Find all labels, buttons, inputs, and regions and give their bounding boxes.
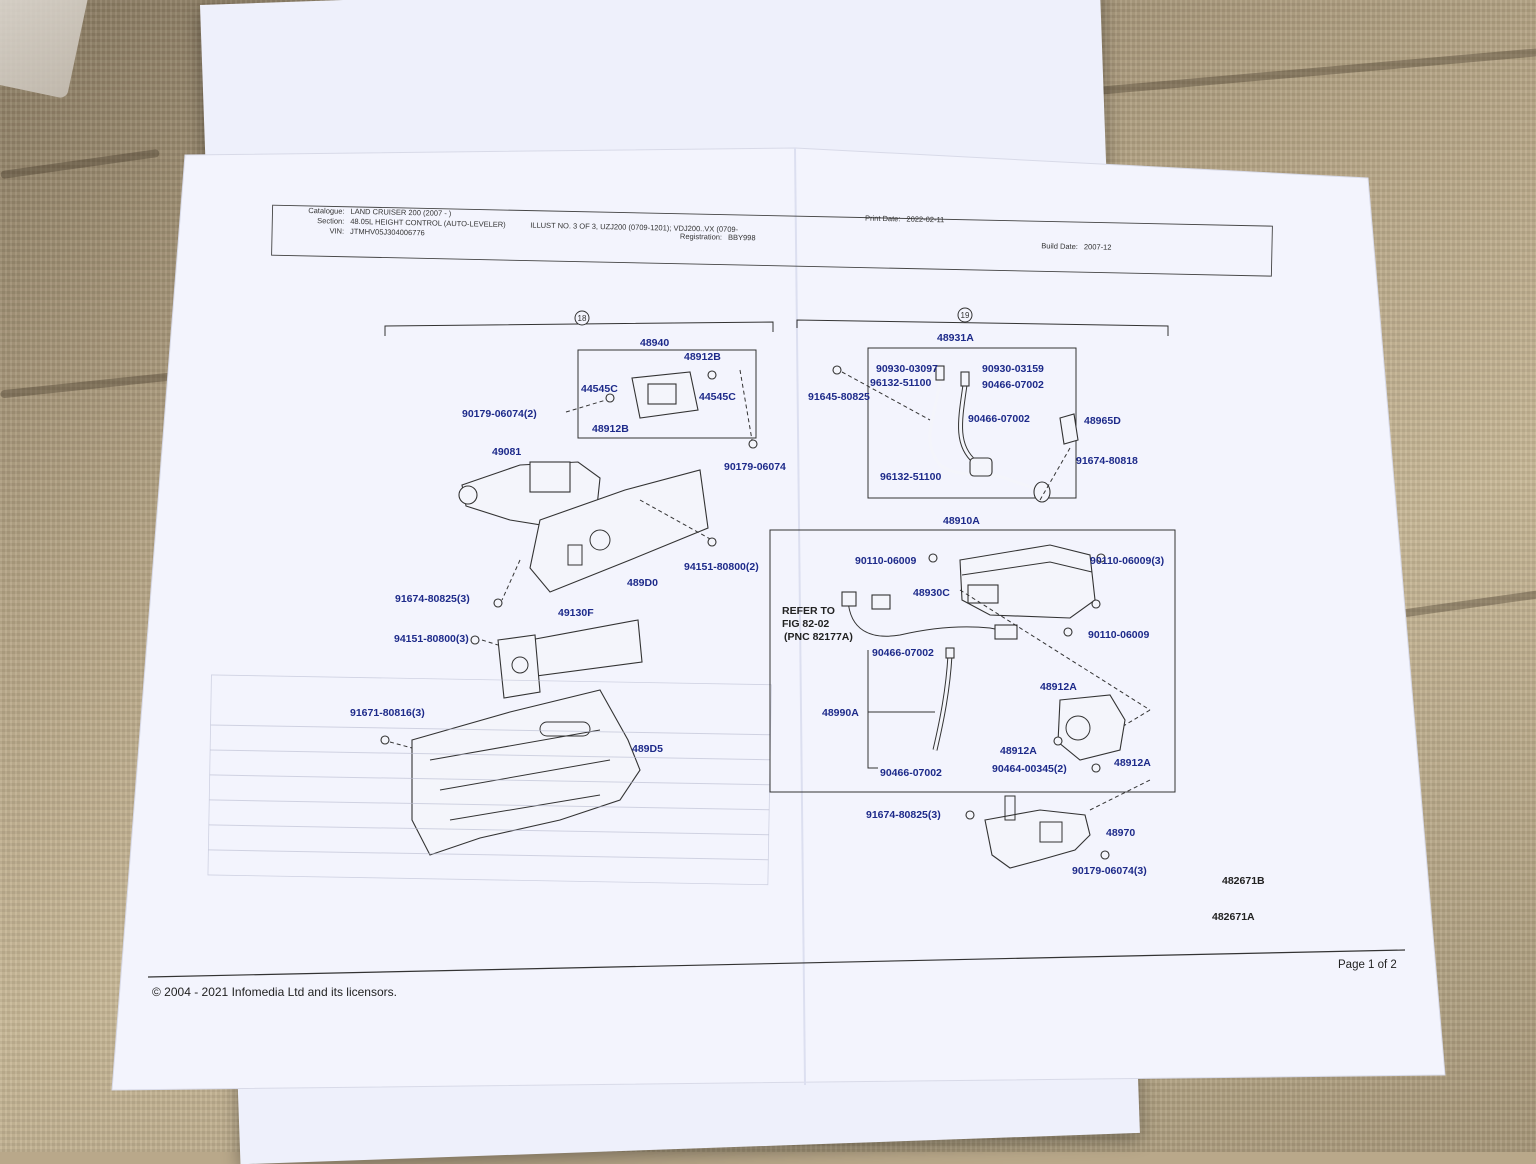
label-90179-06074-3: 90179-06074(3)	[1072, 865, 1147, 877]
label-90466-07002-d: 90466-07002	[880, 767, 942, 779]
label-48912a-mid: 48912A	[1000, 745, 1037, 757]
label-48910a: 48910A	[943, 515, 980, 527]
label-91645-80825: 91645-80825	[808, 391, 870, 403]
label-90464-00345-2: 90464-00345(2)	[992, 763, 1067, 775]
print-date-value: 2022-02-11	[906, 214, 944, 224]
illust-ref-a: 482671A	[1212, 911, 1255, 923]
label-90179-06074-2: 90179-06074(2)	[462, 408, 537, 420]
compressor-group	[769, 529, 1176, 793]
wire-harness-drawing	[847, 599, 1011, 637]
label-94151-80800-2: 94151-80800(2)	[684, 561, 759, 573]
illust-ref-b: 482671B	[1222, 875, 1265, 887]
valve-and-bracket-group	[458, 461, 717, 608]
catalogue-value: LAND CRUISER 200 (2007 - )	[350, 207, 452, 218]
label-90930-03097: 90930-03097	[876, 363, 938, 375]
label-90110-06009-3: 90110-06009(3)	[1090, 555, 1164, 567]
label-44545c-left: 44545C	[581, 383, 618, 395]
section-label: Section:	[317, 216, 344, 226]
label-90110-06009-a: 90110-06009	[855, 555, 916, 567]
label-refer-to: REFER TO	[782, 605, 835, 617]
mount-bracket-group	[965, 779, 1151, 869]
motor-drawing	[1057, 694, 1126, 761]
label-94151-80800-3: 94151-80800(3)	[394, 633, 469, 645]
label-90179-06074: 90179-06074	[724, 461, 786, 473]
label-48990a: 48990A	[822, 707, 859, 719]
header-box: Catalogue: LAND CRUISER 200 (2007 - ) Se…	[271, 204, 1273, 277]
group-number-19: 19	[961, 311, 970, 320]
footer-rule	[147, 949, 1406, 978]
label-48912a-top: 48912A	[1040, 681, 1077, 693]
label-91674-80818: 91674-80818	[1076, 455, 1138, 467]
bracket-drawing	[529, 469, 709, 593]
height-control-ecu-group	[565, 349, 758, 449]
label-90466-07002-b: 90466-07002	[968, 413, 1030, 425]
page-number: Page 1 of 2	[1338, 959, 1397, 971]
illust-value: ILLUST NO. 3 OF 3, UZJ200 (0709-1201); V…	[530, 221, 739, 234]
label-pnc-82177a: (PNC 82177A)	[784, 631, 853, 643]
registration-value: BBY998	[728, 233, 756, 243]
section-value: 48.05L HEIGHT CONTROL (AUTO-LEVELER)	[350, 217, 506, 229]
label-90466-07002-a: 90466-07002	[982, 379, 1044, 391]
label-489d0: 489D0	[627, 577, 658, 589]
label-49130f: 49130F	[558, 607, 594, 619]
label-96132-51100-top: 96132-51100	[870, 377, 931, 389]
label-96132-51100-bottom: 96132-51100	[880, 471, 941, 483]
copyright-notice: © 2004 - 2021 Infomedia Ltd and its lice…	[152, 985, 397, 999]
label-49081: 49081	[492, 446, 521, 458]
build-date-label: Build Date:	[1041, 241, 1078, 251]
vin-value: JTMHV05J304006776	[350, 227, 425, 238]
label-91674-80825-3b: 91674-80825(3)	[866, 809, 941, 821]
group-bracket-19: 19	[796, 307, 1169, 336]
group-bracket-18: 18	[384, 310, 774, 336]
rod-group	[470, 619, 643, 699]
label-90466-07002-c: 90466-07002	[872, 647, 934, 659]
build-date-value: 2007-12	[1084, 242, 1112, 252]
group-number-18: 18	[578, 314, 587, 323]
label-fig-82-02: FIG 82-02	[782, 618, 829, 630]
label-48940: 48940	[640, 337, 669, 349]
label-48965d: 48965D	[1084, 415, 1121, 427]
label-91674-80825-3: 91674-80825(3)	[395, 593, 470, 605]
label-44545c-right: 44545C	[699, 391, 736, 403]
registration-label: Registration:	[680, 232, 722, 242]
label-48970: 48970	[1106, 827, 1135, 839]
print-date-label: Print Date:	[865, 214, 901, 224]
vin-label: VIN:	[329, 226, 344, 235]
label-48912a-right: 48912A	[1114, 757, 1151, 769]
label-90110-06009-c: 90110-06009	[1088, 629, 1149, 641]
label-48912b-top: 48912B	[684, 351, 721, 363]
fold-crease	[794, 147, 806, 1086]
label-91671-80816-3: 91671-80816(3)	[350, 707, 425, 719]
label-48930c: 48930C	[913, 587, 950, 599]
catalogue-label: Catalogue:	[308, 206, 344, 216]
mount-bracket-drawing	[984, 809, 1091, 869]
label-90930-03159: 90930-03159	[982, 363, 1044, 375]
label-48912b-bottom: 48912B	[592, 423, 629, 435]
bleed-through-parts-table	[207, 674, 772, 886]
hose-group	[832, 347, 1079, 503]
label-48931a: 48931A	[937, 332, 974, 344]
paper-sheet	[111, 147, 1446, 1091]
label-489d5: 489D5	[632, 743, 663, 755]
